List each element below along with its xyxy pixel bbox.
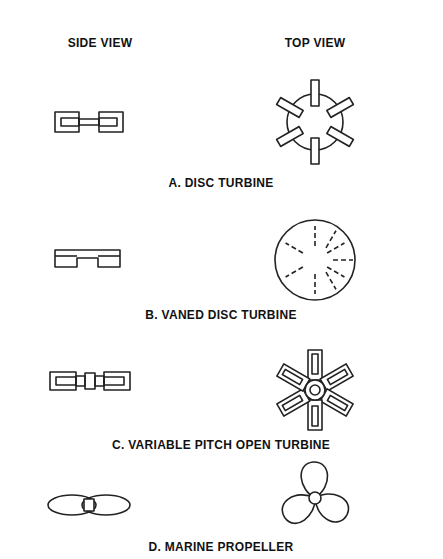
impeller-caption: D. MARINE PROPELLER xyxy=(148,540,293,554)
impeller-caption: B. VANED DISC TURBINE xyxy=(145,308,296,322)
column-heading: TOP VIEW xyxy=(285,36,346,50)
disc-turbine-top xyxy=(277,80,354,164)
vaned-disc-top xyxy=(275,220,355,300)
open-turbine-side xyxy=(50,372,130,390)
vaned-disc-side xyxy=(55,250,120,267)
impeller-caption: C. VARIABLE PITCH OPEN TURBINE xyxy=(112,438,330,452)
impeller-caption: A. DISC TURBINE xyxy=(168,176,273,190)
propeller-top xyxy=(278,462,354,528)
column-heading: SIDE VIEW xyxy=(68,36,133,50)
open-turbine-top xyxy=(277,350,353,430)
propeller-side xyxy=(48,495,130,515)
disc-turbine-side xyxy=(55,112,123,132)
